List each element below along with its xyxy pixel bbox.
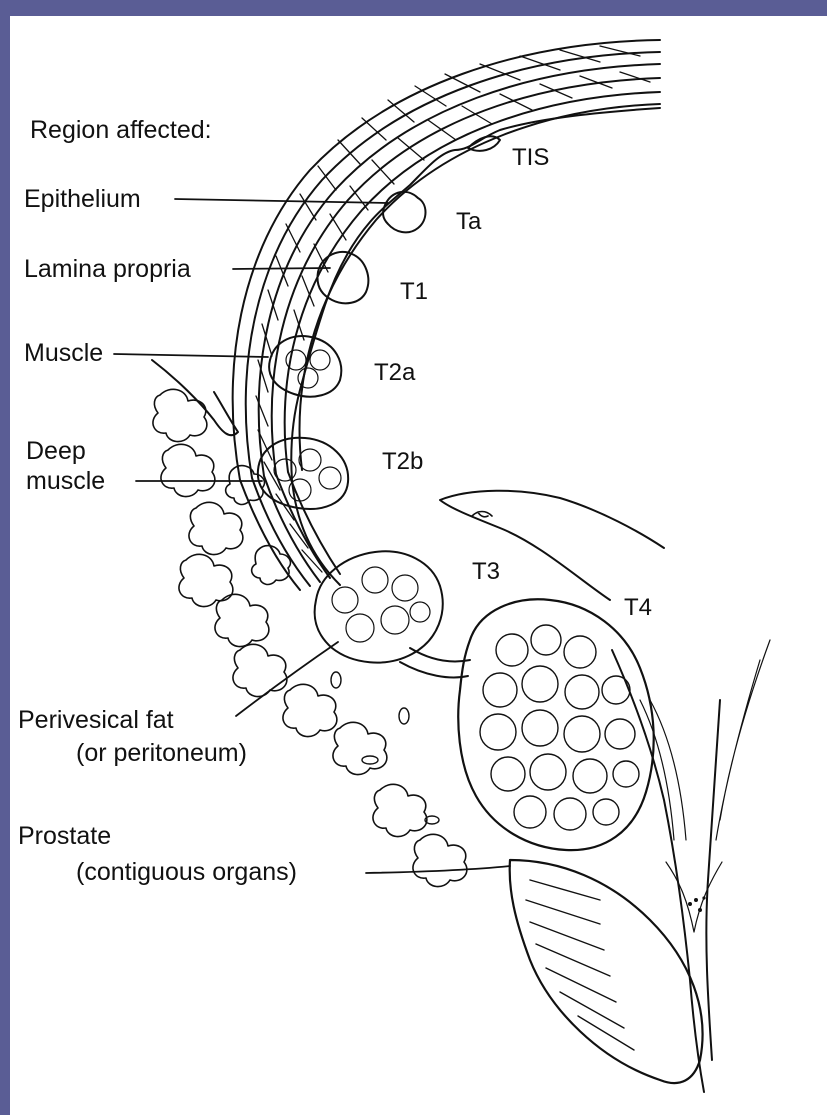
label-muscle: Muscle (24, 338, 103, 368)
label-perivesical-fat-line1: Perivesical fat (18, 705, 174, 735)
stage-t1: T1 (400, 278, 428, 306)
tumor-ta (383, 192, 425, 233)
label-deep-muscle-line2: muscle (26, 466, 105, 496)
stage-ta: Ta (456, 208, 481, 236)
tumor-t4 (458, 599, 653, 850)
tumor-t1 (318, 252, 369, 303)
prostate-outline (510, 860, 703, 1083)
peritoneal-fold (152, 360, 238, 435)
urethra-dots (688, 896, 706, 912)
prostate-striations (526, 880, 634, 1050)
lower-wall (400, 648, 470, 677)
stage-tis: TIS (512, 144, 549, 172)
diagram-panel: Region affected: Epithelium Lamina propr… (10, 16, 827, 1115)
heading-region-affected: Region affected: (30, 115, 212, 145)
label-lamina-propria: Lamina propria (24, 254, 191, 284)
urethra-fibres (640, 640, 770, 932)
urethra-outline (612, 650, 720, 1092)
label-prostate-line1: Prostate (18, 821, 111, 851)
tumor-t2b (258, 438, 348, 509)
stage-t2b: T2b (382, 448, 423, 476)
stage-t2a: T2a (374, 359, 415, 387)
stage-t4: T4 (624, 594, 652, 622)
label-epithelium: Epithelium (24, 184, 141, 214)
adjacent-organ-detail (472, 512, 492, 517)
label-prostate-line2: (contiguous organs) (76, 857, 297, 887)
label-perivesical-fat-line2: (or peritoneum) (76, 738, 247, 768)
bladder-wall-cross-section (10, 16, 827, 1115)
label-deep-muscle-line1: Deep (26, 436, 86, 466)
stage-t3: T3 (472, 558, 500, 586)
wall-hatching (256, 46, 650, 572)
